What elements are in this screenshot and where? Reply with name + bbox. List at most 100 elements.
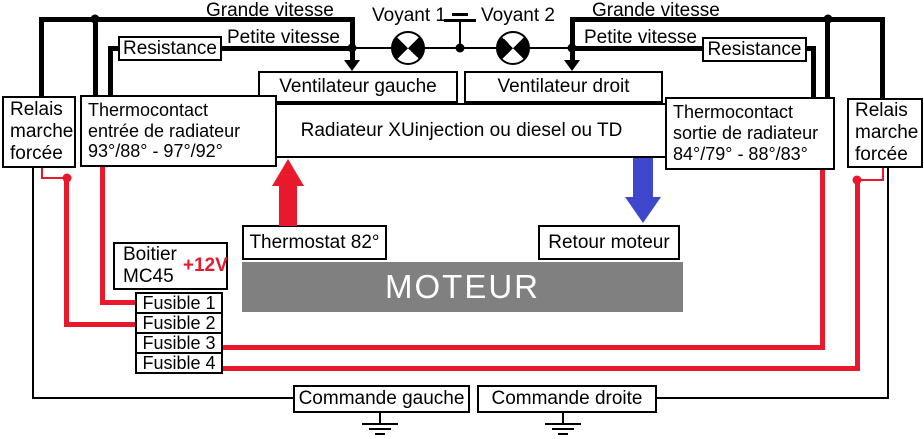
petite-vitesse-right-label: Petite vitesse [584, 27, 697, 48]
relais-gauche-line3: forcée [10, 142, 63, 164]
fusible-1-box: Fusible 1 [135, 292, 223, 314]
wire-left-to-commande [32, 397, 294, 399]
fusible-3-box: Fusible 3 [135, 332, 223, 354]
junction-petite-right [567, 43, 577, 53]
wire-resistance-right-in [804, 46, 816, 51]
voyant-2-lamp-icon [496, 31, 530, 65]
wire-relais-gauche-up [39, 17, 44, 97]
grande-vitesse-right-label: Grande vitesse [592, 0, 720, 21]
coolant-hot-arrow-shaft [279, 184, 297, 226]
red-junction-left [62, 173, 72, 183]
red-hook-relais-gauche-h [41, 177, 68, 179]
red-hook-relais-droit-h [857, 179, 884, 181]
coolant-hot-arrowhead-icon [272, 159, 304, 186]
ventilateur-gauche-label: Ventilateur gauche [279, 76, 437, 98]
wire-resistance-right-down [811, 46, 816, 99]
red-to-fusible2 [64, 322, 137, 327]
red-hook-relais-gauche-v [41, 167, 43, 179]
commande-gauche-label: Commande gauche [298, 388, 465, 410]
resistance-left-label: Resistance [123, 37, 217, 59]
junction-grande-left [90, 14, 100, 24]
wire-grande-drop-thermo-left [93, 17, 98, 96]
relais-gauche-line2: marche [10, 121, 74, 143]
fusible-2-box: Fusible 2 [135, 312, 223, 334]
moteur-bar: MOTEUR [242, 262, 683, 312]
wire-grande-vitesse-right [570, 17, 885, 22]
fusible-4-label: Fusible 4 [142, 352, 216, 373]
red-thermo-entree-down [100, 167, 105, 305]
plus-12v-label: +12V [182, 255, 228, 277]
fusible-2-label: Fusible 2 [142, 312, 216, 333]
thermocontact-entree-line2: entrée de radiateur [88, 120, 241, 141]
red-to-fusible3 [221, 345, 825, 350]
resistance-right-box: Resistance [702, 37, 807, 62]
voyant-1-lamp-icon [391, 31, 425, 65]
fan-left-arrowhead [344, 60, 360, 71]
thermocontact-entree-line3: 93°/88° - 97°/92° [88, 141, 223, 162]
ground-top-bar-long [444, 19, 476, 22]
resistance-left-box: Resistance [118, 36, 222, 61]
relais-droit-line2: marche [855, 122, 919, 144]
ventilateur-gauche-box: Ventilateur gauche [258, 71, 458, 103]
radiateur-box: Radiateur XUinjection ou diesel ou TD [255, 103, 668, 158]
boitier-line1: Boitier [123, 244, 177, 266]
voyant-1-label: Voyant 1 [372, 5, 446, 26]
red-to-fusible4 [221, 366, 860, 371]
grande-vitesse-left-label: Grande vitesse [206, 0, 334, 21]
resistance-right-label: Resistance [707, 38, 802, 60]
boitier-line2: MC45 [123, 266, 174, 287]
fan-right-arrowhead [564, 60, 580, 71]
thermocontact-entree-box: Thermocontact entrée de radiateur 93°/88… [80, 95, 277, 167]
thermocontact-sortie-line2: sortie de radiateur [673, 123, 819, 144]
ventilateur-droit-label: Ventilateur droit [497, 76, 630, 98]
coolant-return-arrow-shaft [633, 158, 653, 199]
red-thermo-sortie-down [820, 170, 825, 350]
thermocontact-sortie-line1: Thermocontact [673, 102, 794, 123]
wire-grande-drop-thermo-right [825, 17, 830, 99]
boitier-mc45-box: Boitier MC45 +12V [113, 242, 228, 290]
junction-grande-right [823, 14, 833, 24]
relais-droit-box: Relais marche forcée [847, 98, 923, 168]
voyant-2-label: Voyant 2 [481, 5, 555, 26]
wire-fan-left-drop [350, 17, 355, 62]
thermostat-label: Thermostat 82° [249, 231, 380, 253]
red-relais-droit-down [855, 178, 860, 371]
red-to-fusible1 [100, 300, 137, 305]
relais-gauche-box: Relais marche forcée [2, 96, 76, 168]
wire-relais-droit-up [880, 17, 885, 100]
wire-right-down [887, 166, 889, 399]
relais-droit-line1: Relais [855, 100, 908, 122]
petite-vitesse-left-label: Petite vitesse [227, 27, 340, 48]
ventilateur-droit-box: Ventilateur droit [464, 71, 663, 103]
commande-droite-box: Commande droite [477, 385, 657, 413]
red-junction-right [852, 175, 862, 185]
coolant-return-arrowhead-icon [625, 197, 661, 223]
ground-top-stem [459, 21, 461, 49]
thermocontact-sortie-line3: 84°/79° - 88°/83° [673, 143, 808, 164]
relais-gauche-line1: Relais [10, 99, 63, 121]
red-hook-relais-droit-v [882, 167, 884, 180]
commande-gauche-box: Commande gauche [293, 385, 470, 413]
wire-fan-right-drop [570, 17, 575, 62]
wire-resistance-left-in [108, 46, 121, 51]
junction-petite-left [347, 43, 357, 53]
thermocontact-entree-line1: Thermocontact [88, 99, 209, 120]
moteur-label: MOTEUR [385, 268, 540, 306]
wire-right-to-commande [655, 397, 889, 399]
commande-droite-label: Commande droite [491, 388, 643, 410]
wire-left-down [32, 167, 34, 399]
fusible-3-label: Fusible 3 [142, 332, 216, 353]
wire-resistance-left-down [108, 46, 113, 96]
red-relais-gauche-down [64, 175, 69, 327]
fusible-4-box: Fusible 4 [135, 352, 223, 374]
fusible-1-label: Fusible 1 [142, 292, 216, 313]
junction-ground-top [455, 43, 465, 53]
wire-grande-vitesse-left [39, 17, 355, 22]
wire-petite-vitesse-right [570, 46, 704, 51]
wire-petite-vitesse-left [220, 46, 354, 51]
retour-moteur-label: Retour moteur [548, 231, 670, 253]
retour-moteur-box: Retour moteur [538, 225, 680, 260]
ground-top-bar-short [452, 13, 468, 16]
thermocontact-sortie-box: Thermocontact sortie de radiateur 84°/79… [665, 97, 835, 170]
